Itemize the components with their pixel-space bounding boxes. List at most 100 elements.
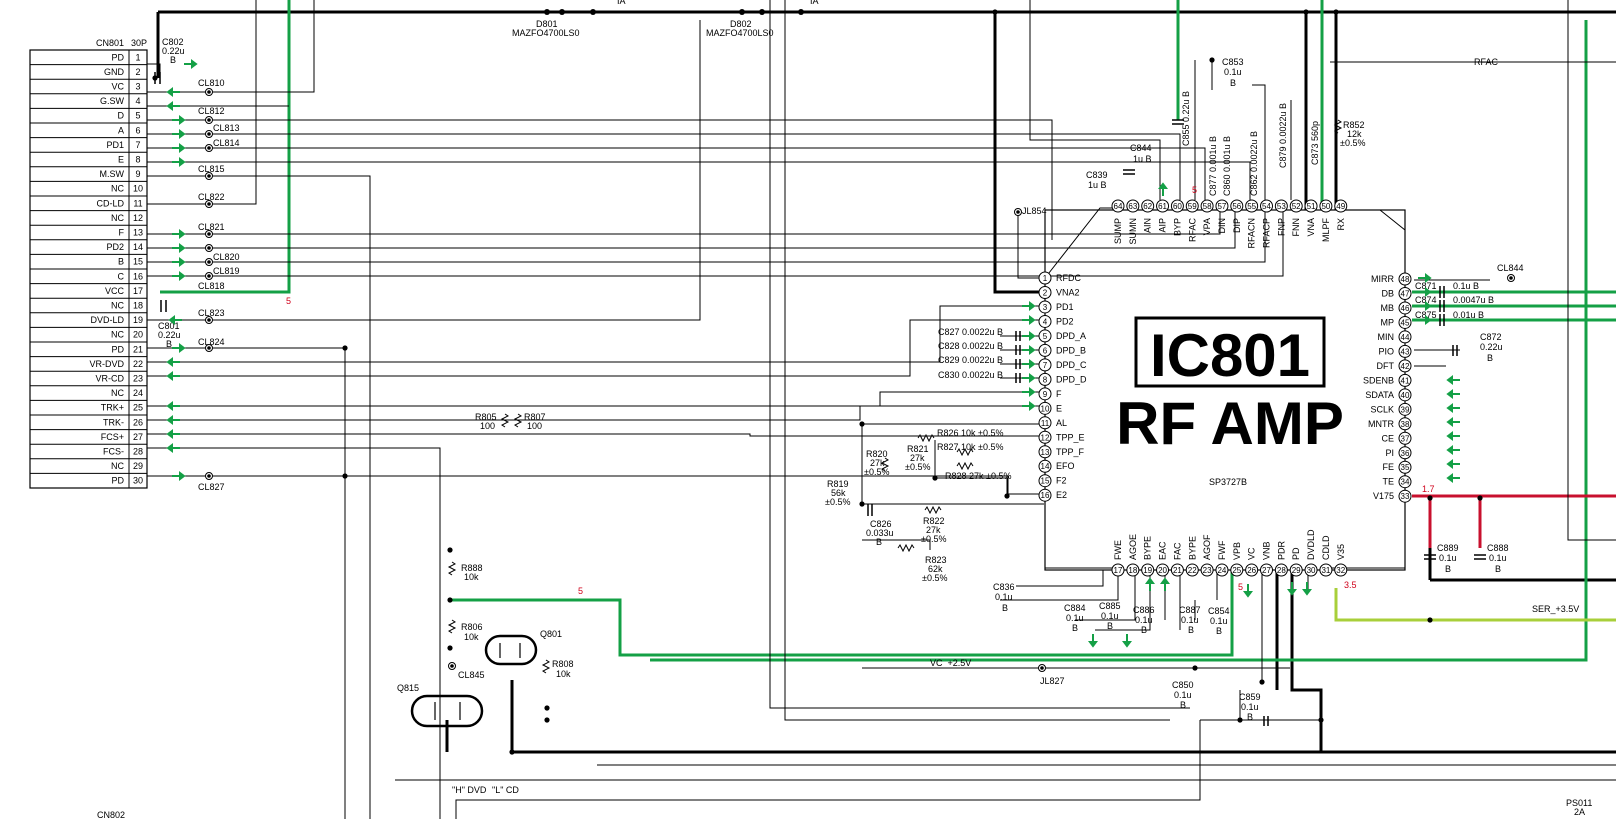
ic-pin-43 xyxy=(1398,344,1412,358)
ic-pin-name: MNTR xyxy=(1368,419,1394,429)
r852-tolerance: ±0.5% xyxy=(1340,138,1365,148)
connector-pin-name: PD xyxy=(111,476,124,486)
connector-pin-name: TRK- xyxy=(103,417,124,427)
ic-pin-11 xyxy=(1038,416,1052,430)
ic-pin-name: E2 xyxy=(1056,490,1067,500)
r852-ref: R852 xyxy=(1343,120,1365,130)
junction-dot xyxy=(509,749,515,755)
signal-arrow xyxy=(172,143,186,153)
c850-ref: C850 xyxy=(1172,680,1194,690)
ic-pin-name: F2 xyxy=(1056,476,1067,486)
r828-label: R828 27k ±0.5% xyxy=(945,471,1011,481)
ic-pin-name: AGOF xyxy=(1202,534,1212,560)
ic-pin-number: 56 xyxy=(1232,202,1241,211)
ic-pin-4 xyxy=(1038,314,1052,328)
connector-pin-name: GND xyxy=(104,67,125,77)
ic-pin-41 xyxy=(1398,373,1412,387)
ic-pin-number: 24 xyxy=(1217,566,1226,575)
c860-label: C860 0.001u B xyxy=(1222,136,1232,196)
connector-pin-name: DVD-LD xyxy=(90,315,124,325)
ic-pin-38 xyxy=(1398,417,1412,431)
r827-label: R827 10k ±0.5% xyxy=(937,442,1003,452)
net-ps011: PS011 xyxy=(1566,798,1592,808)
ic-pin-number: 21 xyxy=(1173,566,1182,575)
ic-pin-name: BYP xyxy=(1172,218,1182,236)
junction-dot xyxy=(932,475,938,481)
ic-pin-14 xyxy=(1038,459,1052,473)
r823-tolerance: ±0.5% xyxy=(922,573,947,583)
connector-pin-name: TRK+ xyxy=(101,403,124,413)
connector-pin-number: 26 xyxy=(133,417,143,427)
ic-pin-name: MIN xyxy=(1378,332,1395,342)
c844-ref: C844 xyxy=(1130,143,1152,153)
ic-pin-number: 30 xyxy=(1307,566,1316,575)
connector-pin-name: PD2 xyxy=(106,242,124,252)
connector-pin-number: 12 xyxy=(133,213,143,223)
ic-pin-16 xyxy=(1038,488,1052,502)
r808-ref: R808 xyxy=(552,659,574,669)
ic-pin-31 xyxy=(1319,563,1333,577)
connector-pin-number: 24 xyxy=(133,388,143,398)
r807-ref: R807 xyxy=(524,412,546,422)
q815-symbol xyxy=(410,694,484,728)
signal-arrow xyxy=(1022,401,1036,411)
d802-part: MAZFO4700LS0 xyxy=(706,28,774,38)
connector-pin-number: 30 xyxy=(133,476,143,486)
c859-type: B xyxy=(1247,712,1253,722)
c801-value: 0.22u xyxy=(158,330,181,340)
ic-pin-name: VC xyxy=(1247,547,1257,560)
c877-label: C877 0.001u B xyxy=(1208,136,1218,196)
test-point-center xyxy=(207,146,211,150)
connector-pin-name: NC xyxy=(111,184,124,194)
r822-ref: R822 xyxy=(923,516,945,526)
c887-value: 0.1u xyxy=(1181,615,1199,625)
signal-arrow xyxy=(1022,331,1036,341)
resistor-symbols xyxy=(447,119,1343,674)
junction-dot xyxy=(1237,717,1243,723)
test-point-center xyxy=(207,132,211,136)
cl820-label: CL820 xyxy=(213,252,240,262)
ic-pin-42 xyxy=(1398,359,1412,373)
ic-pin-number: 55 xyxy=(1247,202,1256,211)
ic-pin-name: PIO xyxy=(1378,346,1394,356)
ic-pin-name: V175 xyxy=(1373,491,1394,501)
ic-pin-number: 25 xyxy=(1232,566,1241,575)
ic-pin-5 xyxy=(1038,329,1052,343)
ic-pin-name: DPD_C xyxy=(1056,360,1087,370)
ic-pin-name: FWE xyxy=(1113,540,1123,560)
ic-pin-number: 26 xyxy=(1247,566,1256,575)
signal-arrow xyxy=(1022,373,1036,383)
ic-pin-number: 44 xyxy=(1401,333,1410,342)
signal-arrow xyxy=(1446,417,1460,427)
signal-arrow xyxy=(1302,582,1312,596)
ic-pin-40 xyxy=(1398,388,1412,402)
signal-arrow xyxy=(172,257,186,267)
cl824-label: CL824 xyxy=(198,337,225,347)
r806-value: 10k xyxy=(464,632,479,642)
signal-arrow xyxy=(166,87,180,97)
junction-dot xyxy=(1427,495,1433,501)
ic-pin-name: RFAC xyxy=(1187,218,1197,243)
connector-pin-number: 14 xyxy=(133,242,143,252)
ic-pin-name: BYPE xyxy=(1187,536,1197,560)
junction-dot xyxy=(1333,9,1339,15)
ic-pin-48 xyxy=(1398,272,1412,286)
c889-ref: C889 xyxy=(1437,543,1459,553)
junction-dot xyxy=(1192,665,1198,671)
voltage-q801: 5 xyxy=(578,586,583,596)
signal-arrow xyxy=(168,315,182,325)
connector-pin-number: 23 xyxy=(133,374,143,384)
connector-pin-name: VC xyxy=(111,82,124,92)
ic-pin-3 xyxy=(1038,300,1052,314)
ic-pin-number: 45 xyxy=(1401,318,1410,327)
connector-pin-number: 28 xyxy=(133,447,143,457)
ic-pin-name: FE xyxy=(1382,462,1394,472)
ic-pin-name: TPP_E xyxy=(1056,432,1085,442)
ic-pin-47 xyxy=(1398,286,1412,300)
signal-arrow xyxy=(166,401,180,411)
connector-pin-number: 2 xyxy=(135,67,140,77)
junction-dot xyxy=(342,473,348,479)
c855-label: C855 0.22u B xyxy=(1181,91,1191,146)
ic-pin-1 xyxy=(1038,271,1052,285)
ic-pin-name: VNA2 xyxy=(1056,287,1080,297)
